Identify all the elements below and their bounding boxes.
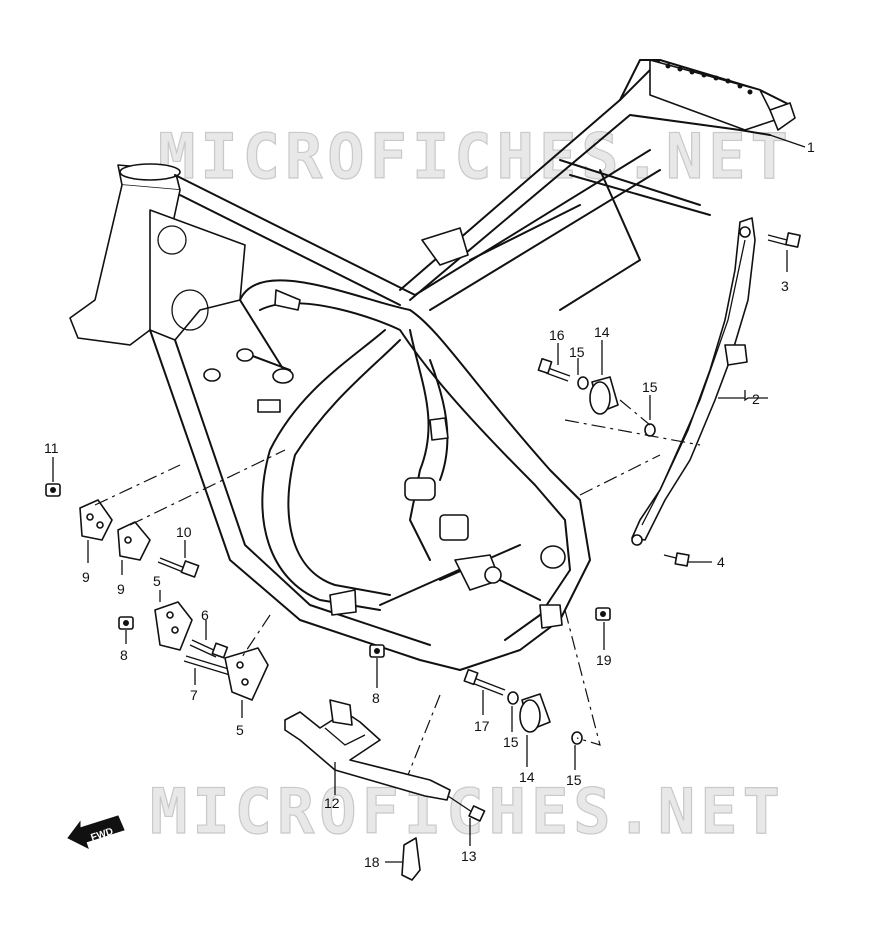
- bracket-part-9-a: [79, 499, 113, 541]
- callout-2: 2: [752, 391, 760, 407]
- callout-8-a: 8: [120, 647, 128, 663]
- watermark-top: MICROFICHES.NET: [158, 120, 793, 193]
- bolt-part-17: [463, 668, 506, 696]
- bolt-part-13: [447, 795, 486, 822]
- nut-part-11: [45, 483, 61, 497]
- callout-13: 13: [461, 848, 477, 864]
- callout-9-b: 9: [117, 581, 125, 597]
- callout-3: 3: [781, 278, 789, 294]
- callout-5-a: 5: [153, 573, 161, 589]
- callout-15-b: 15: [642, 379, 658, 395]
- callout-15-c: 15: [503, 734, 519, 750]
- bracket-part-9-b: [117, 521, 151, 561]
- washer-part-15-a: [577, 376, 589, 390]
- nut-part-19: [595, 607, 611, 621]
- bolt-part-16: [537, 357, 571, 382]
- callout-19: 19: [596, 652, 612, 668]
- assembly-lines: [94, 399, 701, 776]
- bolt-part-3: [767, 232, 801, 248]
- callout-14-b: 14: [519, 769, 535, 785]
- bolt-part-6: [189, 639, 229, 659]
- watermark-bottom: MICROFICHES.NET: [150, 775, 785, 848]
- callout-8-b: 8: [372, 690, 380, 706]
- main-frame: [69, 59, 796, 671]
- bolt-part-4: [663, 552, 690, 567]
- callout-14-a: 14: [594, 324, 610, 340]
- washer-part-15-b: [644, 423, 656, 437]
- callout-15-a: 15: [569, 344, 585, 360]
- callout-7: 7: [190, 687, 198, 703]
- bracket-part-5-a: [154, 601, 193, 651]
- frame-side-plate: [631, 217, 756, 546]
- callout-6: 6: [201, 607, 209, 623]
- bracket-part-5-b: [224, 647, 269, 701]
- leader-lines: [52, 134, 806, 863]
- callout-4: 4: [717, 554, 725, 570]
- fwd-arrow: FWD: [67, 815, 125, 849]
- callout-1: 1: [807, 139, 815, 155]
- callout-9-a: 9: [82, 569, 90, 585]
- damper-part-14-a: [589, 376, 619, 415]
- callout-12: 12: [324, 795, 340, 811]
- callout-11: 11: [44, 440, 59, 456]
- callout-15-d: 15: [566, 772, 582, 788]
- nut-part-8-b: [369, 644, 385, 658]
- callout-labels: 1 2 3 4 5 5 6 7 8 8 9 9 10 11 12 13 14 1…: [44, 139, 815, 870]
- callout-17: 17: [474, 718, 490, 734]
- washer-part-15-c: [507, 691, 519, 705]
- callout-10: 10: [176, 524, 192, 540]
- nut-part-8-a: [118, 616, 134, 630]
- callout-18: 18: [364, 854, 380, 870]
- skid-guard: [284, 699, 451, 801]
- callout-5-b: 5: [236, 722, 244, 738]
- bracket-part-18: [401, 837, 421, 881]
- bolt-part-10: [157, 557, 200, 578]
- damper-part-14-b: [519, 693, 551, 733]
- callout-16: 16: [549, 327, 565, 343]
